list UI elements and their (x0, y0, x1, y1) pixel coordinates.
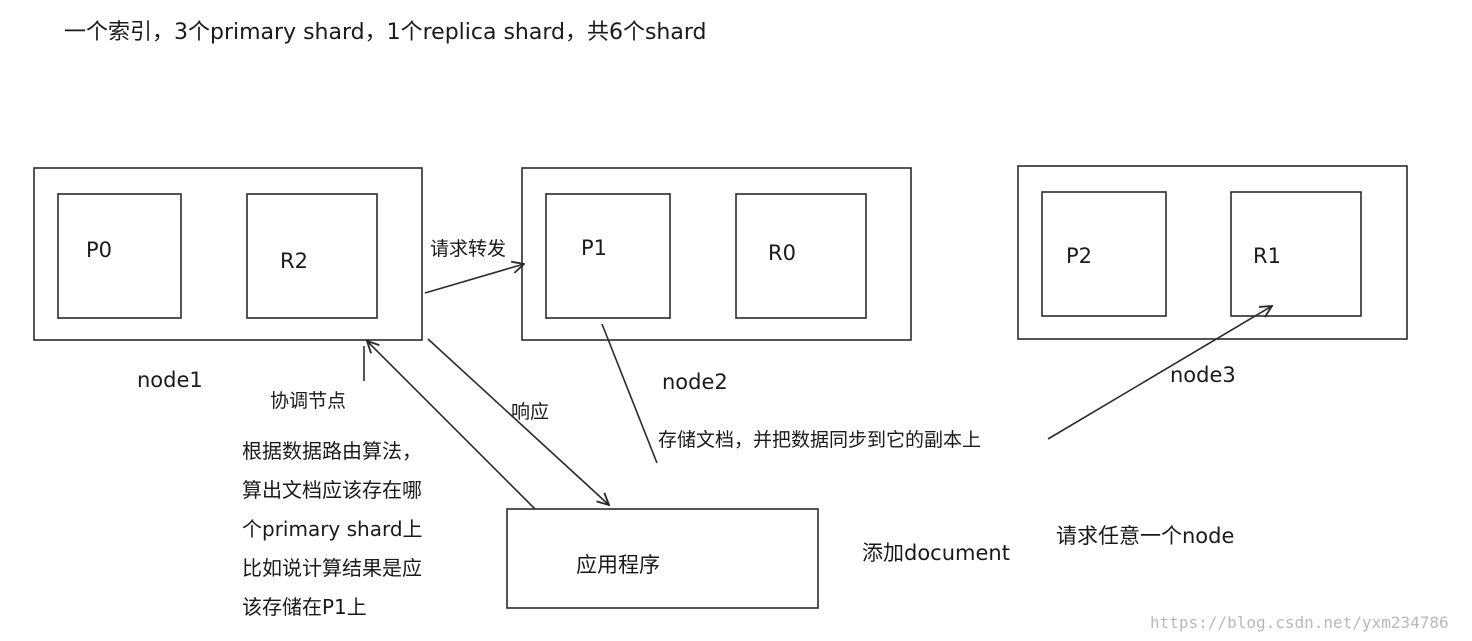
response-label: 响应 (511, 401, 550, 423)
shard-r1-box (1230, 191, 1362, 317)
shard-r1-label: R1 (1253, 244, 1281, 268)
store-pointer (601, 323, 658, 464)
shard-p2-label: P2 (1066, 244, 1093, 268)
page-title: 一个索引，3个primary shard，1个replica shard，共6个… (64, 20, 707, 45)
routing-note-line: 算出文档应该存在哪 (242, 478, 422, 502)
shard-p2-box (1041, 191, 1167, 317)
shard-p1-label: P1 (581, 236, 608, 260)
shard-p0-box (57, 193, 182, 319)
shard-r0-label: R0 (768, 241, 796, 265)
node3-label: node3 (1170, 363, 1236, 387)
store-label: 存储文档，并把数据同步到它的副本上 (658, 429, 982, 451)
app-box (506, 508, 819, 609)
node3-box (1017, 165, 1408, 340)
response-arrow (427, 338, 609, 505)
sync-arrow (1047, 306, 1272, 440)
node1-label: node1 (137, 368, 203, 392)
routing-note: 根据数据路由算法， 算出文档应该存在哪 个primary shard上 比如说计… (242, 432, 423, 627)
forward-label: 请求转发 (430, 238, 507, 260)
routing-note-line: 根据数据路由算法， (242, 439, 422, 463)
request-any-label: 请求任意一个node (1056, 524, 1235, 548)
app-label: 应用程序 (576, 553, 660, 577)
watermark: https://blog.csdn.net/yxm234786 (1150, 613, 1449, 632)
node2-box (521, 167, 912, 341)
routing-note-line: 个primary shard上 (242, 517, 423, 541)
routing-note-line: 该存储在P1上 (242, 595, 367, 619)
request-arrow (367, 341, 536, 510)
shard-r2-box (246, 193, 378, 319)
shard-p1-box (545, 193, 671, 319)
node2-label: node2 (662, 370, 728, 394)
coordinator-label: 协调节点 (270, 390, 347, 412)
forward-arrow (424, 264, 524, 294)
shard-p0-label: P0 (86, 238, 113, 262)
shard-r2-label: R2 (280, 249, 308, 273)
node1-box (33, 167, 423, 341)
routing-note-line: 比如说计算结果是应 (242, 556, 422, 580)
add-document-label: 添加document (862, 541, 1010, 565)
shard-r0-box (735, 193, 867, 319)
